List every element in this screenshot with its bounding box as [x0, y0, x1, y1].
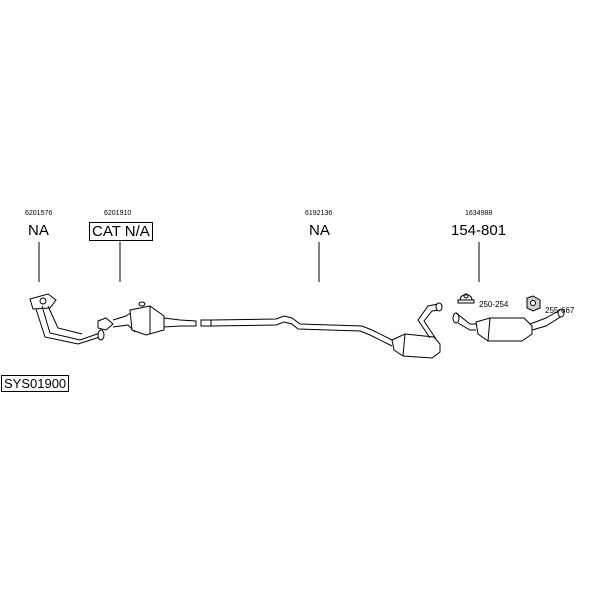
front-pipe-part[interactable] [29, 293, 105, 345]
part-ref-rear-silencer[interactable]: 154-801 [451, 222, 507, 239]
part-ref-front-pipe[interactable]: NA [28, 222, 49, 239]
rear-silencer-part[interactable] [452, 308, 565, 342]
part-code-middle-pipe: 6192136 [305, 210, 333, 217]
accessory-ref-clamp[interactable]: 250-254 [479, 300, 509, 309]
part-code-front-pipe: 6201576 [25, 210, 53, 217]
part-ref-middle-pipe[interactable]: NA [309, 222, 330, 239]
middle-pipe-part[interactable] [200, 302, 443, 359]
part-code-catalyst: 6201910 [104, 210, 132, 217]
part-ref-catalyst[interactable]: CAT N/A [89, 222, 153, 241]
catalytic-converter-part[interactable] [97, 301, 197, 336]
clamp-accessory[interactable] [457, 293, 475, 304]
part-code-rear-silencer: 1634988 [465, 210, 493, 217]
accessory-ref-hanger[interactable]: 255-667 [545, 306, 575, 315]
hanger-accessory[interactable] [526, 295, 541, 312]
system-code-label: SYS01900 [1, 375, 70, 392]
